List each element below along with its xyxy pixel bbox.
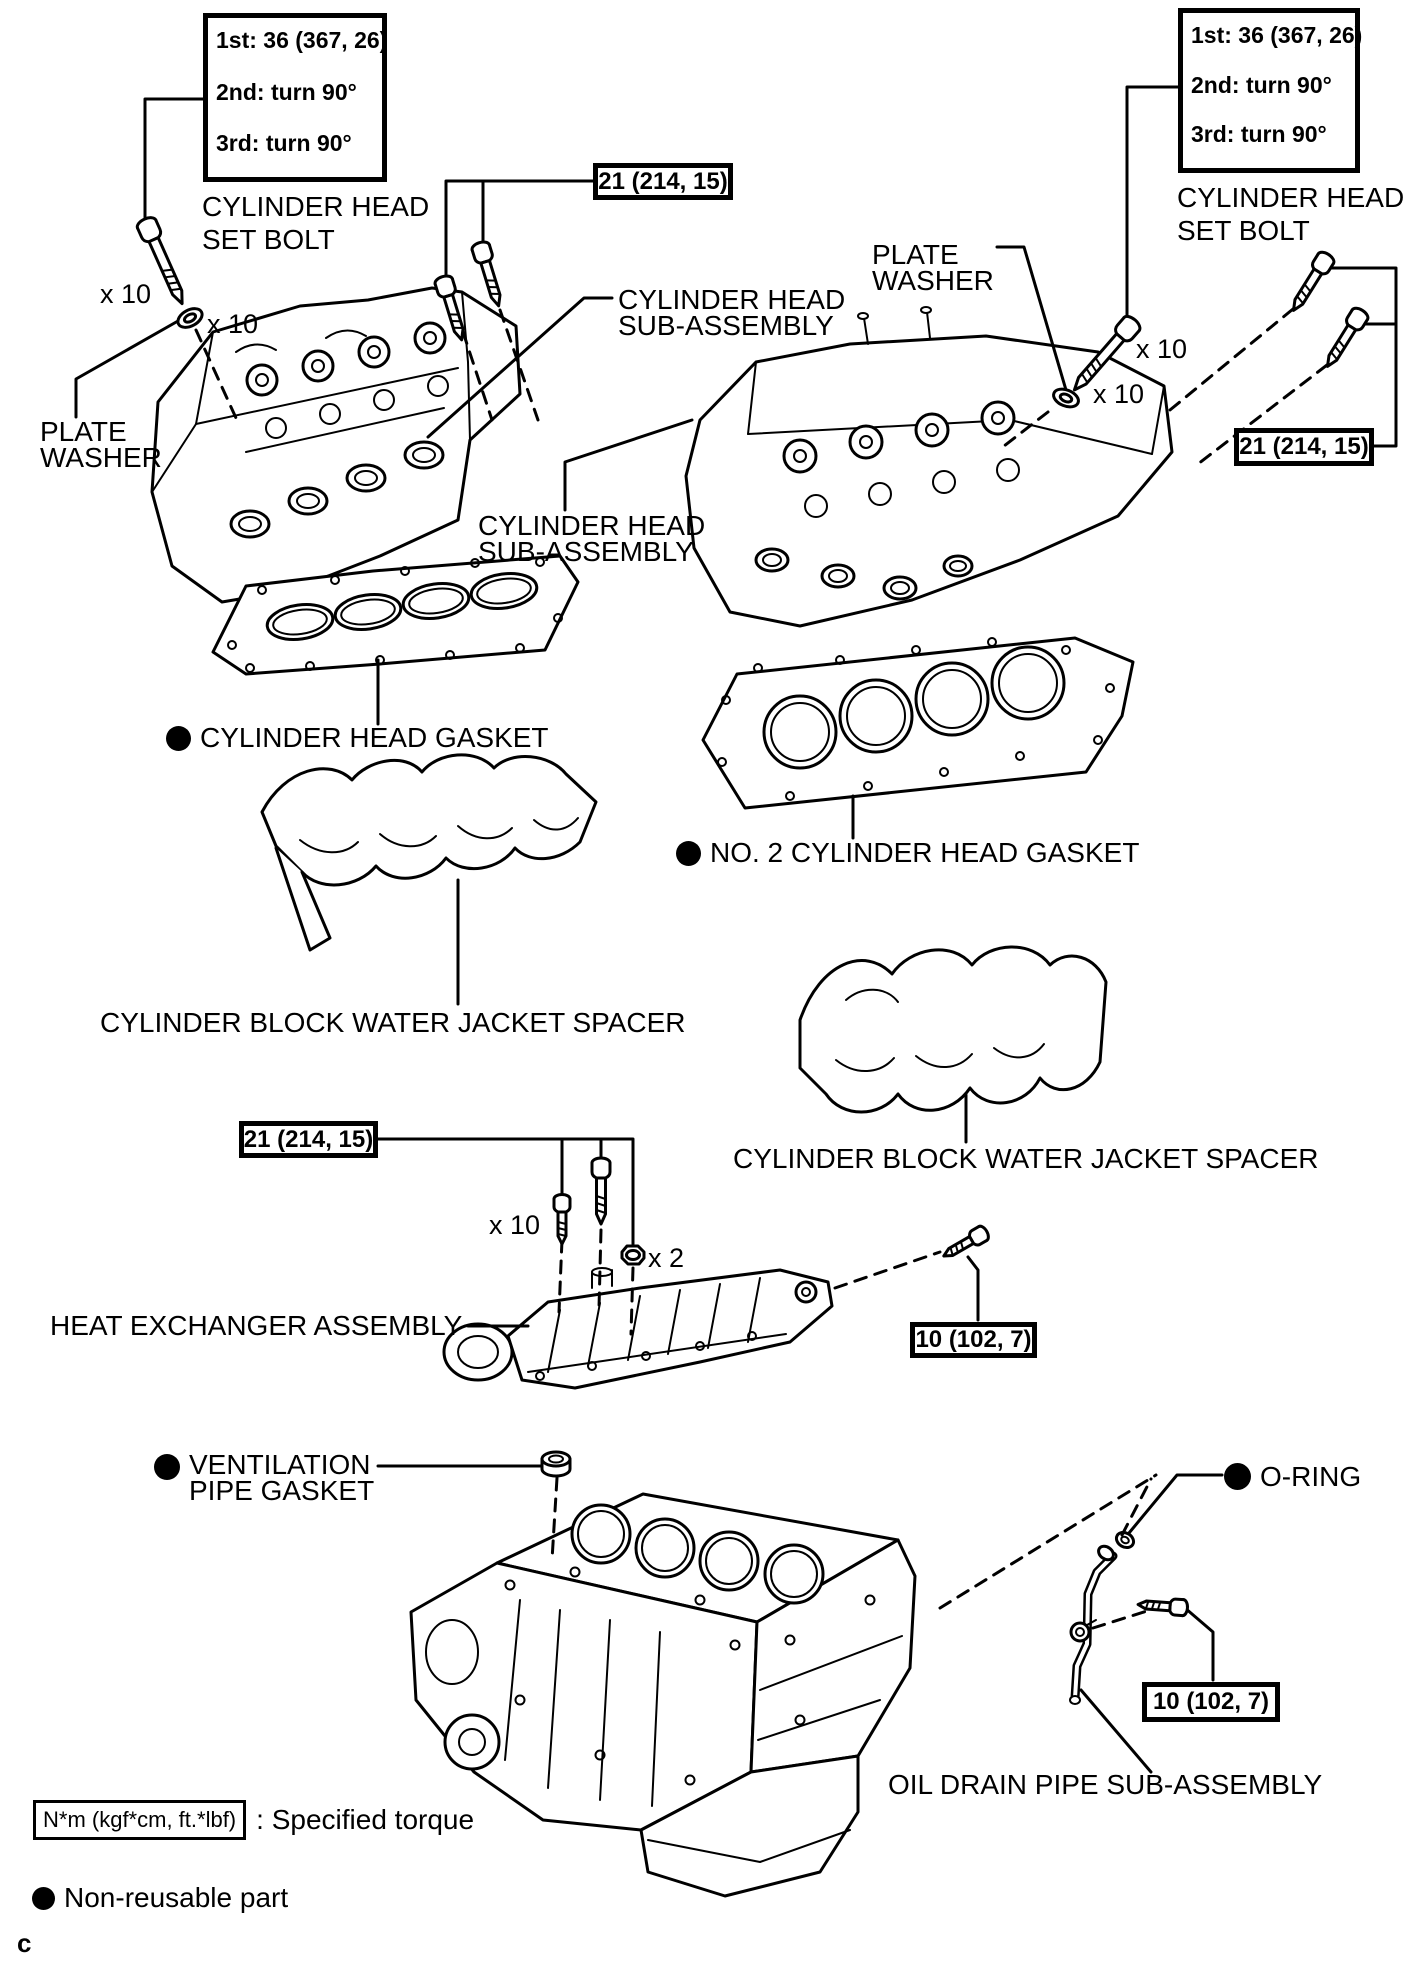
ventilation-pipe-gasket-drawing bbox=[540, 1450, 572, 1478]
label-cylinder-head-sub-assembly-right: CYLINDER HEAD SUB-ASSEMBLY bbox=[478, 510, 706, 567]
no2-head-gasket-drawing bbox=[701, 636, 1135, 810]
label-plate-washer-left: PLATE WASHER bbox=[40, 416, 162, 473]
engine-block-drawing bbox=[409, 1492, 917, 1898]
label-oil-drain-pipe-sub-assembly: OIL DRAIN PIPE SUB-ASSEMBLY bbox=[888, 1769, 1323, 1800]
label-cylinder-head-gasket: CYLINDER HEAD GASKET bbox=[166, 724, 549, 752]
non-reusable-bullet-icon bbox=[154, 1454, 180, 1480]
torque-box-21-left: 21 (214, 15) bbox=[593, 163, 733, 200]
torque-step: 3rd: turn 90° bbox=[216, 130, 352, 156]
torque-box-21-right: 21 (214, 15) bbox=[1234, 428, 1374, 466]
leader-lines bbox=[74, 85, 1398, 1774]
non-reusable-bullet-icon bbox=[32, 1886, 55, 1910]
non-reusable-bullet-icon bbox=[166, 725, 191, 751]
sub-bolt-left-b-icon bbox=[469, 238, 509, 310]
left-cylinder-head-drawing bbox=[150, 286, 522, 604]
left-head-gasket-drawing bbox=[211, 554, 580, 676]
torque-step: 1st: 36 (367, 26) bbox=[1191, 22, 1363, 48]
heat-exchanger-side-bolt-icon bbox=[938, 1222, 993, 1265]
o-ring-drawing bbox=[1114, 1530, 1136, 1550]
right-cylinder-head-drawing bbox=[684, 306, 1174, 628]
non-reusable-bullet-icon bbox=[676, 840, 701, 866]
torque-sequence-box-right: 1st: 36 (367, 26) 2nd: turn 90° 3rd: tur… bbox=[1178, 8, 1363, 173]
qty-x10-right-washer: x 10 bbox=[1093, 379, 1145, 409]
alignment-dashed-lines bbox=[194, 307, 1329, 1630]
heat-exchanger-bolt-b-icon bbox=[590, 1156, 612, 1226]
torque-step: 1st: 36 (367, 26) bbox=[216, 27, 388, 53]
label-water-jacket-spacer-left: CYLINDER BLOCK WATER JACKET SPACER bbox=[100, 1007, 686, 1038]
oil-drain-pipe-drawing bbox=[1069, 1544, 1118, 1705]
qty-x10-left-washer: x 10 bbox=[207, 309, 259, 339]
label-no2-cylinder-head-gasket: NO. 2 CYLINDER HEAD GASKET bbox=[676, 839, 1139, 867]
sub-bolt-right-b-icon bbox=[1318, 304, 1372, 373]
qty-x10-left-bolt: x 10 bbox=[100, 279, 152, 309]
torque-box-10-oil-drain: 10 (102, 7) bbox=[1142, 1682, 1280, 1722]
label-plate-washer-right: PLATE WASHER bbox=[872, 239, 994, 296]
label-ventilation-pipe-gasket: VENTILATION PIPE GASKET bbox=[154, 1451, 374, 1505]
qty-x10-heat-exchanger: x 10 bbox=[489, 1210, 541, 1240]
legend-specified-torque: N*m (kgf*cm, ft.*lbf) : Specified torque bbox=[33, 1800, 474, 1840]
plate-washer-left-icon bbox=[173, 303, 207, 333]
heat-exchanger-drawing bbox=[442, 1267, 834, 1390]
label-cylinder-head-sub-assembly-left: CYLINDER HEAD SUB-ASSEMBLY bbox=[618, 284, 846, 341]
sub-bolt-right-a-icon bbox=[1284, 248, 1338, 317]
qty-x10-right-bolt: x 10 bbox=[1136, 334, 1188, 364]
non-reusable-bullet-icon bbox=[1224, 1463, 1251, 1490]
label-heat-exchanger-assembly: HEAT EXCHANGER ASSEMBLY bbox=[50, 1310, 463, 1341]
torque-step: 2nd: turn 90° bbox=[1191, 71, 1332, 98]
label-o-ring: O-RING bbox=[1224, 1462, 1361, 1490]
qty-x2-heat-exchanger: x 2 bbox=[648, 1243, 685, 1273]
torque-box-21-heat-exchanger: 21 (214, 15) bbox=[239, 1121, 378, 1158]
left-water-jacket-spacer-drawing bbox=[260, 753, 598, 952]
heat-exchanger-nut-icon bbox=[620, 1244, 646, 1266]
page-footer-mark: c bbox=[17, 1928, 32, 1958]
torque-unit-box: N*m (kgf*cm, ft.*lbf) bbox=[33, 1800, 247, 1840]
right-water-jacket-spacer-drawing bbox=[798, 945, 1108, 1114]
label-water-jacket-spacer-right: CYLINDER BLOCK WATER JACKET SPACER bbox=[733, 1143, 1319, 1174]
torque-step: 2nd: turn 90° bbox=[216, 78, 357, 105]
torque-step: 3rd: turn 90° bbox=[1191, 121, 1327, 147]
torque-sequence-box-left: 1st: 36 (367, 26) 2nd: turn 90° 3rd: tur… bbox=[203, 13, 387, 182]
heat-exchanger-bolt-a-icon bbox=[552, 1193, 572, 1246]
torque-box-10-heat-exchanger: 10 (102, 7) bbox=[910, 1322, 1037, 1358]
legend-non-reusable: Non-reusable part bbox=[32, 1884, 288, 1912]
label-cylinder-head-set-bolt-right: CYLINDER HEAD SET BOLT bbox=[1177, 182, 1405, 246]
label-cylinder-head-set-bolt-left: CYLINDER HEAD SET BOLT bbox=[202, 191, 430, 255]
